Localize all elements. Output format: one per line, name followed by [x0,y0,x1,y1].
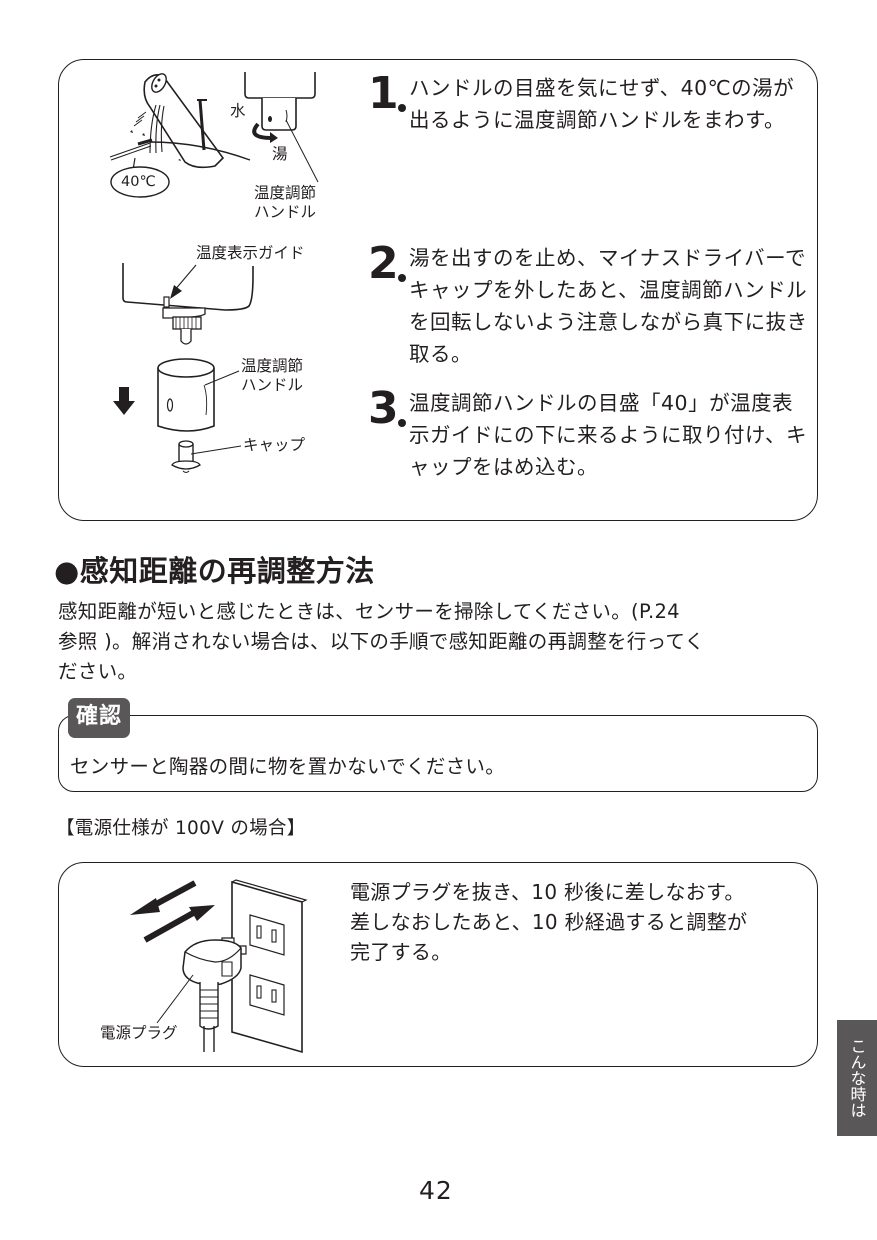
faucet-illustration [109,72,319,198]
confirm-box [58,715,818,792]
plug-reset-box [58,862,818,1067]
handle-label-1a: 温度調節 [254,184,317,202]
step-1-text: ハンドルの目盛を気にせず、40℃の湯が出るように温度調節ハンドルをまわす。 [409,76,795,132]
confirm-badge: 確認 [68,698,130,738]
power-plug-label: 電源プラグ [100,1024,178,1042]
temp-guide-label: 温度表示ガイド [196,244,305,262]
step-2-number: 2 [368,242,406,286]
handle-removal-illustration [113,263,254,473]
side-tab-troubleshooting[interactable]: こんな時は [837,1020,877,1136]
power-spec-label: 【電源仕様が 100V の場合】 [56,818,306,839]
step-3-text: 温度調節ハンドルの目盛「40」が温度表示ガイドにの下に来るように取り付け、キャッ… [409,391,807,479]
step-3-number: 3 [368,387,406,431]
intro-line-3: ださい。 [58,660,138,683]
plug-step-line-3: 完了する。 [350,940,452,964]
handle-label-2b: ハンドル [241,376,304,394]
plug-step-line-2: 差しなおしたあと、10 秒経過すると調整が [350,910,748,934]
cap-label: キャップ [243,436,306,454]
handle-label-2a: 温度調節 [241,357,304,375]
plug-step-line-1: 電源プラグを抜き、10 秒後に差しなおす。 [350,880,745,904]
hot-label: 湯 [272,145,288,163]
section-heading: ●感知距離の再調整方法 [54,554,375,588]
handle-label-1b: ハンドル [254,203,317,221]
page-number: 42 [419,1176,453,1205]
intro-line-2: 参照 )。解消されない場合は、以下の手順で感知距離の再調整を行ってく [58,630,705,653]
confirm-text: センサーと陶器の間に物を置かないでください。 [70,755,506,778]
step-1-number: 1 [368,72,406,116]
plug-outlet-illustration [130,879,308,1054]
temp-bubble-label: 40℃ [121,174,156,190]
intro-line-1: 感知距離が短いと感じたときは、センサーを掃除してください。(P.24 [58,600,680,623]
step-2-text: 湯を出すのを止め、マイナスドライバーでキャップを外したあと、温度調節ハンドルを回… [409,246,808,366]
water-label: 水 [230,102,246,120]
